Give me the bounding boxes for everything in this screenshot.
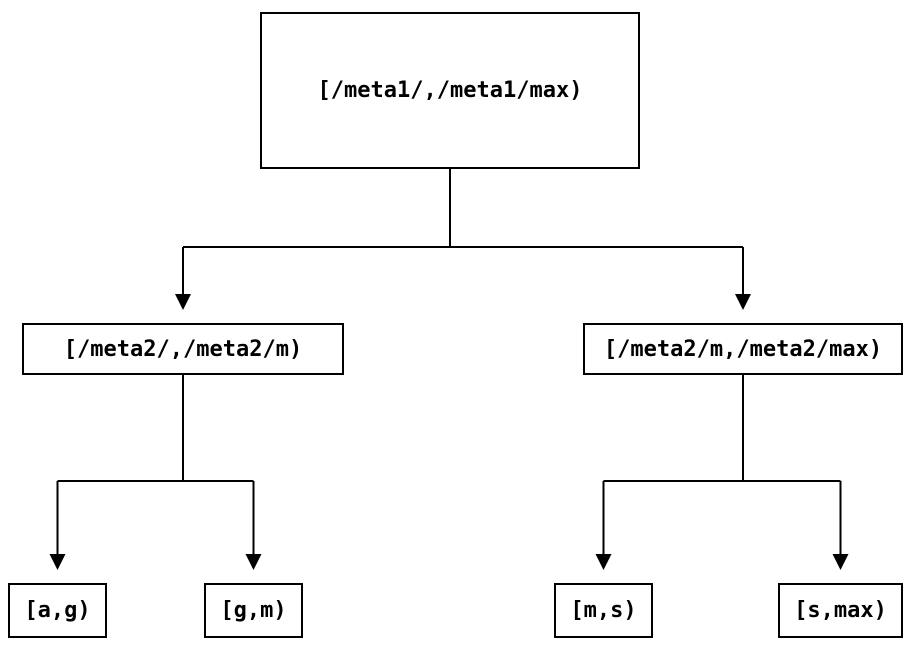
arrowhead-down-icon (245, 554, 262, 570)
leaf-node-g-m: [g,m) (204, 583, 303, 638)
arrowhead-down-icon (595, 554, 612, 570)
leaf-node-a-g: [a,g) (8, 583, 107, 638)
edge-root-split (182, 169, 744, 296)
node-meta2-left-range: [/meta2/,/meta2/m) (22, 323, 344, 375)
node-root-range: [/meta1/,/meta1/max) (260, 12, 640, 169)
arrowhead-down-icon (175, 294, 191, 310)
leaf-node-s-max: [s,max) (778, 583, 903, 638)
arrowhead-down-icon (735, 294, 751, 310)
edge-left-split (56, 375, 255, 556)
arrowhead-down-icon (49, 554, 66, 570)
arrowhead-down-icon (832, 554, 849, 570)
leaf-node-m-s: [m,s) (554, 583, 653, 638)
node-meta2-right-range: [/meta2/m,/meta2/max) (583, 323, 903, 375)
edge-right-split (602, 375, 842, 556)
